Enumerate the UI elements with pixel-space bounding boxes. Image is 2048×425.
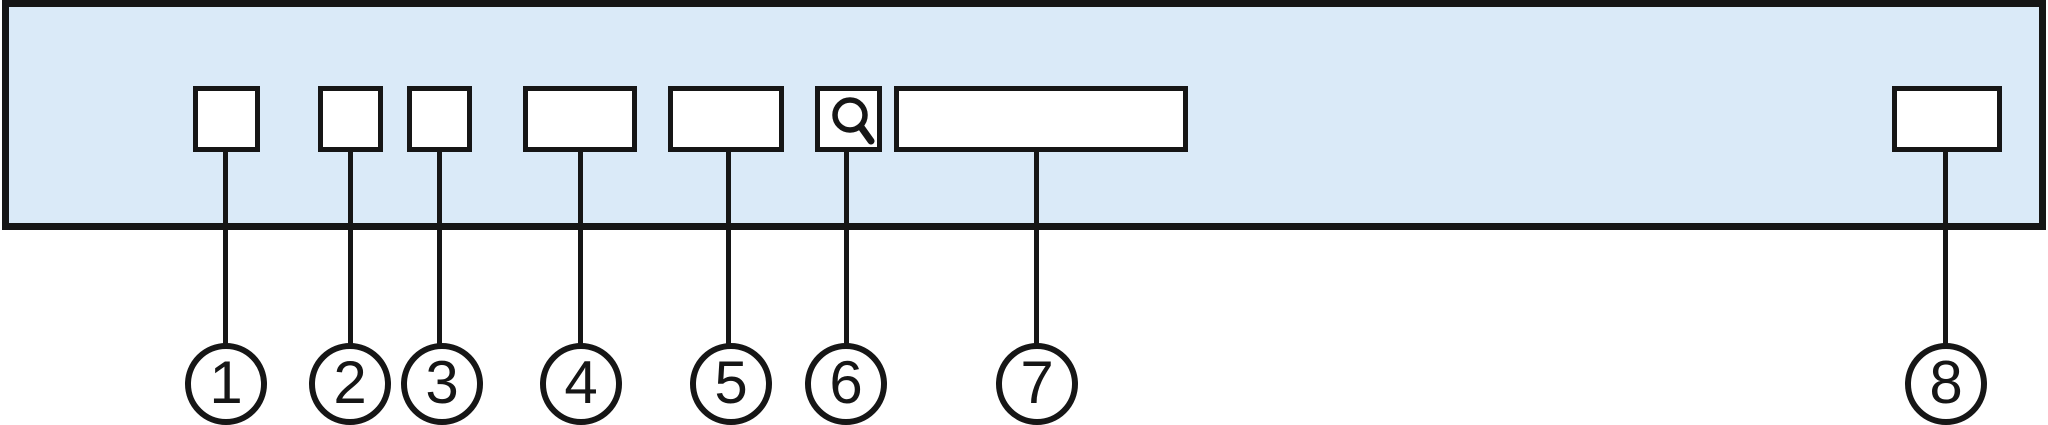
- callout-number-2: 2: [333, 349, 367, 416]
- callout-circle-7: 7: [996, 343, 1078, 425]
- search-icon: [831, 97, 874, 145]
- callout-number-7: 7: [1020, 349, 1054, 416]
- callout-leader-8: [1943, 150, 1948, 346]
- callout-number-3: 3: [425, 349, 459, 416]
- toolbar-slot-1: [193, 86, 260, 152]
- callout-leader-1: [223, 150, 228, 346]
- callout-leader-4: [578, 150, 583, 346]
- callout-circle-5: 5: [690, 343, 772, 425]
- callout-circle-1: 1: [185, 343, 267, 425]
- toolbar-slot-5: [668, 86, 784, 152]
- callout-circle-8: 8: [1905, 343, 1987, 425]
- callout-number-8: 8: [1929, 349, 1963, 416]
- toolbar-slot-4: [523, 86, 637, 152]
- callout-circle-2: 2: [309, 343, 391, 425]
- callout-number-6: 6: [829, 349, 863, 416]
- callout-leader-7: [1034, 150, 1039, 346]
- callout-number-1: 1: [209, 349, 243, 416]
- toolbar-slot-2: [318, 86, 383, 152]
- toolbar-slot-7-search-field: [894, 86, 1188, 152]
- callout-leader-5: [726, 150, 731, 346]
- callout-circle-3: 3: [401, 343, 483, 425]
- callout-leader-3: [437, 150, 442, 346]
- toolbar-slot-3: [407, 86, 472, 152]
- callout-leader-2: [348, 150, 353, 346]
- toolbar-slot-8: [1892, 86, 2002, 152]
- callout-number-5: 5: [714, 349, 748, 416]
- callout-circle-4: 4: [540, 343, 622, 425]
- toolbar-slot-6-search-button: [815, 86, 882, 152]
- callout-circle-6: 6: [805, 343, 887, 425]
- callout-leader-6: [844, 150, 849, 346]
- callout-number-4: 4: [564, 349, 598, 416]
